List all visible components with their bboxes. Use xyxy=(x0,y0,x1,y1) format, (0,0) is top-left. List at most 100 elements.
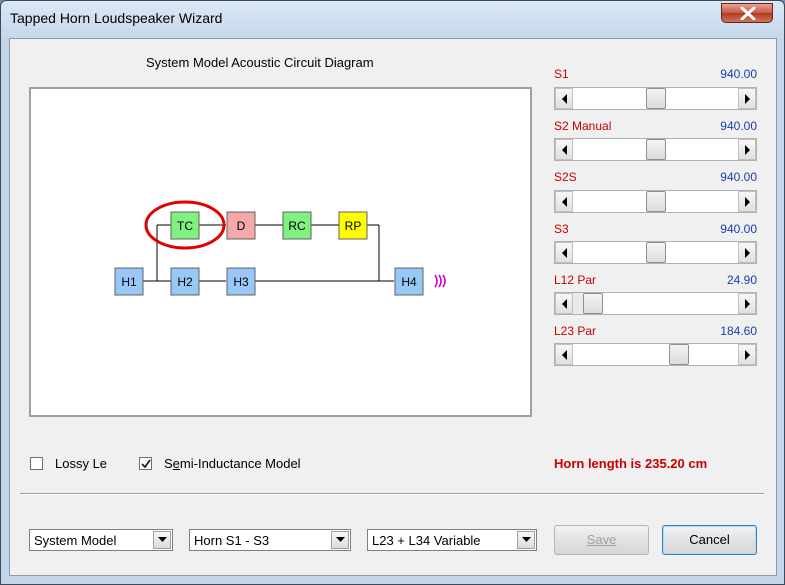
cancel-label: Cancel xyxy=(689,532,730,547)
cancel-button[interactable]: Cancel xyxy=(662,525,757,555)
semi-inductance-checkbox[interactable] xyxy=(139,457,152,470)
arrow-right-icon xyxy=(745,248,750,258)
highlight-ellipse xyxy=(144,200,226,250)
arrow-left-icon xyxy=(562,350,567,360)
scroll-left-button[interactable] xyxy=(555,344,573,365)
node-tc[interactable] xyxy=(170,211,200,240)
param-s2s-value: 940.00 xyxy=(720,170,757,184)
lossy-le-checkbox[interactable] xyxy=(30,457,43,470)
param-l12-label: L12 Par xyxy=(554,273,597,287)
horn-length-status: Horn length is 235.20 cm xyxy=(554,456,708,471)
param-s1-value: 940.00 xyxy=(720,67,757,81)
select-value: L23 + L34 Variable xyxy=(372,533,481,548)
param-s3-value: 940.00 xyxy=(720,222,757,236)
scroll-left-button[interactable] xyxy=(555,88,573,109)
scroll-thumb[interactable] xyxy=(646,191,666,212)
arrow-left-icon xyxy=(562,299,567,309)
system-model-select[interactable]: System Model xyxy=(29,529,173,551)
node-rc[interactable] xyxy=(282,211,312,240)
close-button[interactable] xyxy=(721,3,773,23)
param-l23-value: 184.60 xyxy=(720,324,757,338)
node-d[interactable] xyxy=(226,211,256,240)
lossy-le-label[interactable]: Lossy Le xyxy=(55,456,108,471)
node-h2-label: H2 xyxy=(177,275,193,289)
select-value: Horn S1 - S3 xyxy=(194,533,270,548)
chevron-down-icon xyxy=(158,537,167,542)
select-value: System Model xyxy=(34,533,117,548)
arrow-left-icon xyxy=(562,145,567,155)
scroll-thumb[interactable] xyxy=(646,88,666,109)
dropdown-button[interactable] xyxy=(331,531,349,549)
dropdown-button[interactable] xyxy=(517,531,535,549)
node-d-label: D xyxy=(237,219,246,233)
param-l12-value: 24.90 xyxy=(726,273,757,287)
sound-waves-icon xyxy=(434,274,446,288)
param-s2s-label: S2S xyxy=(554,170,577,184)
param-l23-scrollbar[interactable] xyxy=(554,343,757,366)
param-s2-label: S2 Manual xyxy=(554,119,612,133)
dropdown-button[interactable] xyxy=(153,531,171,549)
node-h3-label: H3 xyxy=(233,275,249,289)
node-h2[interactable] xyxy=(170,267,200,296)
param-s2s-scrollbar[interactable] xyxy=(554,190,757,213)
divider xyxy=(20,493,764,495)
node-h1-label: H1 xyxy=(121,275,137,289)
param-s3-scrollbar[interactable] xyxy=(554,241,757,264)
node-tc-label: TC xyxy=(177,219,193,233)
label-part: mi-Inductance Model xyxy=(179,456,301,471)
arrow-right-icon xyxy=(745,94,750,104)
save-button[interactable]: Save xyxy=(554,525,649,555)
label-part: S xyxy=(164,456,173,471)
arrow-right-icon xyxy=(745,197,750,207)
param-l23-label: L23 Par xyxy=(554,324,597,338)
checkmark-icon xyxy=(141,459,151,469)
scroll-track-filled xyxy=(573,293,585,314)
scroll-right-button[interactable] xyxy=(738,191,756,212)
chevron-down-icon xyxy=(336,537,345,542)
close-icon xyxy=(740,7,756,20)
param-l12-scrollbar[interactable] xyxy=(554,292,757,315)
arrow-right-icon xyxy=(745,299,750,309)
save-label: Save xyxy=(586,532,617,547)
window-title: Tapped Horn Loudspeaker Wizard xyxy=(10,10,223,26)
node-rc-label: RC xyxy=(288,219,306,233)
scroll-left-button[interactable] xyxy=(555,191,573,212)
node-rp[interactable] xyxy=(338,211,368,240)
diagram-title: System Model Acoustic Circuit Diagram xyxy=(146,55,374,70)
circuit-wires xyxy=(143,224,394,282)
chevron-down-icon xyxy=(522,537,531,542)
param-s2-scrollbar[interactable] xyxy=(554,138,757,161)
label-accesskey: e xyxy=(172,456,180,471)
circuit-diagram: TC D RC RP H1 H2 H3 H4 xyxy=(29,87,532,417)
scroll-right-button[interactable] xyxy=(738,242,756,263)
scroll-thumb[interactable] xyxy=(646,242,666,263)
scroll-right-button[interactable] xyxy=(738,293,756,314)
length-select[interactable]: L23 + L34 Variable xyxy=(367,529,537,551)
arrow-left-icon xyxy=(562,248,567,258)
arrow-left-icon xyxy=(562,197,567,207)
node-h1[interactable] xyxy=(114,267,144,296)
node-h4[interactable] xyxy=(394,267,424,296)
scroll-right-button[interactable] xyxy=(738,139,756,160)
scroll-thumb[interactable] xyxy=(669,344,689,365)
arrow-left-icon xyxy=(562,94,567,104)
title-bar[interactable]: Tapped Horn Loudspeaker Wizard xyxy=(1,1,784,35)
param-s2-value: 940.00 xyxy=(720,119,757,133)
scroll-right-button[interactable] xyxy=(738,88,756,109)
arrow-right-icon xyxy=(745,145,750,155)
node-h3[interactable] xyxy=(226,267,256,296)
scroll-left-button[interactable] xyxy=(555,293,573,314)
scroll-thumb[interactable] xyxy=(646,139,666,160)
scroll-right-button[interactable] xyxy=(738,344,756,365)
horn-select[interactable]: Horn S1 - S3 xyxy=(189,529,351,551)
param-s1-label: S1 xyxy=(554,67,569,81)
arrow-right-icon xyxy=(745,350,750,360)
scroll-left-button[interactable] xyxy=(555,139,573,160)
scroll-thumb[interactable] xyxy=(583,293,603,314)
node-rp-label: RP xyxy=(345,219,362,233)
node-h4-label: H4 xyxy=(401,275,417,289)
param-s1-scrollbar[interactable] xyxy=(554,87,757,110)
scroll-left-button[interactable] xyxy=(555,242,573,263)
semi-inductance-label[interactable]: Semi-Inductance Model xyxy=(164,456,301,471)
